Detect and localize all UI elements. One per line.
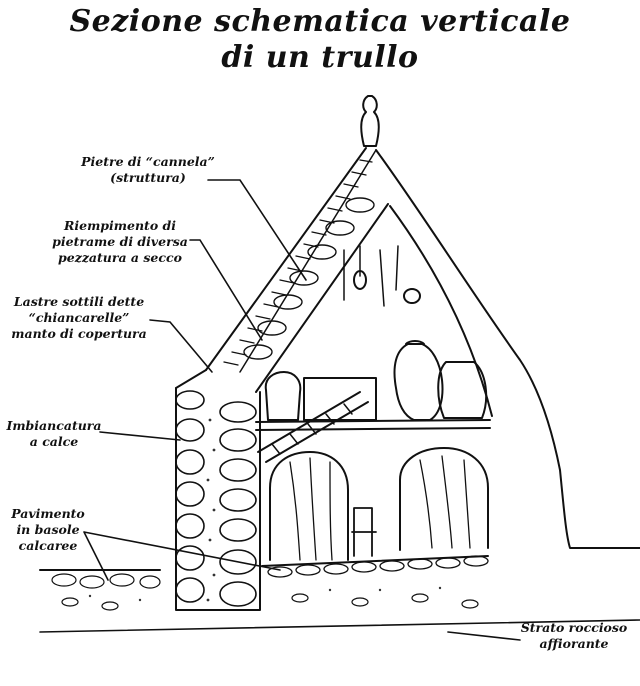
label-pavimento: Pavimento in basole calcaree — [6, 506, 90, 554]
label-line: pietrame di diversa — [52, 234, 188, 249]
label-strato: Strato roccioso affiorante — [512, 620, 636, 652]
label-line: (struttura) — [110, 170, 186, 185]
basket — [264, 371, 302, 421]
inner-dome-slope — [255, 203, 389, 393]
label-line: “chiancarelle” — [28, 310, 130, 325]
label-imbiancatura: Imbiancatura a calce — [2, 418, 106, 450]
crate — [303, 377, 377, 421]
label-line: pezzatura a secco — [58, 250, 182, 265]
leader-lastre — [149, 319, 213, 373]
arch-right — [399, 447, 489, 551]
label-riempimento: Riempimento di pietrame di diversa pezza… — [40, 218, 200, 266]
label-line: Pavimento — [11, 506, 85, 521]
label-line: a calce — [29, 434, 79, 449]
leader-imbiancatura — [99, 431, 181, 441]
rock-stratum — [39, 619, 640, 633]
label-line: Riempimento di — [63, 218, 177, 233]
label-line: affiorante — [539, 636, 609, 651]
leader-cannela — [207, 179, 307, 281]
roof-slate-slope — [239, 149, 377, 373]
leader-strato — [447, 631, 521, 641]
pinnacle — [360, 95, 380, 147]
loft-floor — [255, 419, 491, 431]
diagram-title-line-1: Sezione schematica verticale — [69, 4, 571, 39]
diagram-title-line-2: di un trullo — [221, 40, 419, 75]
label-pietre-cannela: Pietre di “cannela” (struttura) — [72, 154, 224, 186]
chair — [351, 507, 377, 557]
roof-outer-slope — [205, 147, 367, 371]
outer-cone — [375, 149, 640, 549]
label-line: calcaree — [18, 538, 78, 553]
left-wall-outer — [175, 387, 261, 611]
jar-right — [437, 361, 488, 419]
label-line: manto di copertura — [11, 326, 147, 341]
inner-dome-right — [389, 205, 493, 417]
leader-pavimento — [83, 531, 281, 581]
leader-riempimento — [189, 239, 263, 341]
label-line: Strato roccioso — [520, 620, 628, 635]
jar-large — [393, 343, 444, 421]
arch-left — [269, 451, 349, 561]
label-line: Pietre di “cannela” — [81, 154, 215, 169]
label-line: in basole — [16, 522, 80, 537]
label-line: Lastre sottili dette — [13, 294, 145, 309]
label-line: Imbiancatura — [6, 418, 102, 433]
label-lastre: Lastre sottili dette “chiancarelle” mant… — [4, 294, 154, 342]
